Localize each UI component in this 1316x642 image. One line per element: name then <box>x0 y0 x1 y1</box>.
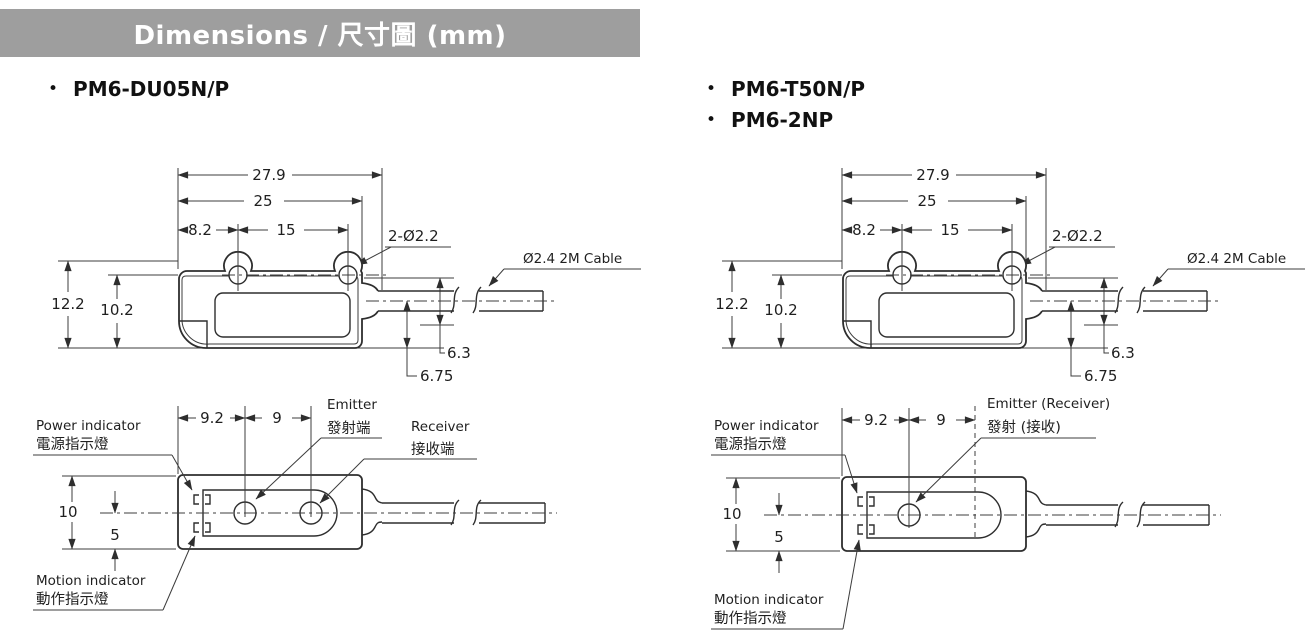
power-indicator-label-zh: 電源指示燈 <box>36 436 109 453</box>
bullet-icon: • <box>706 110 717 130</box>
sensor-body-top-view <box>842 224 1050 349</box>
dim-hole-pitch: 15 <box>276 221 295 239</box>
model-list-left: • PM6-DU05N/P <box>48 78 229 100</box>
motion-indicator-mark <box>857 524 875 535</box>
motion-indicator-label: Motion indicator <box>36 573 146 589</box>
dimension-lines <box>64 171 641 377</box>
model-item: • PM6-T50N/P <box>706 78 865 100</box>
sensor-body-bottom-view <box>841 476 1027 552</box>
cable-bottom-view <box>361 488 546 536</box>
dim-hole-offset: 8.2 <box>852 221 876 239</box>
dimension-lines <box>732 416 976 573</box>
dim-total-width: 27.9 <box>916 166 949 184</box>
dim-body-width: 25 <box>253 192 272 210</box>
label-cable: Ø2.4 2M Cable <box>523 251 622 267</box>
dim-total-height: 12.2 <box>51 295 84 313</box>
bottom-view-drawing-left: Power indicator 電源指示燈 Emitter 發射端 Receiv… <box>33 397 557 611</box>
power-indicator-label-zh: 電源指示燈 <box>714 436 787 453</box>
power-indicator-mark <box>857 496 875 507</box>
label-mounting-holes: 2-Ø2.2 <box>388 227 439 245</box>
dimension-labels: 27.9 25 8.2 15 12.2 10.2 6.3 6.75 2-Ø2.2… <box>51 166 622 385</box>
dim-height: 10 <box>58 503 77 521</box>
motion-indicator-label-zh: 動作指示燈 <box>36 591 109 608</box>
dim-hole-pitch: 15 <box>940 221 959 239</box>
callout-leaders <box>33 437 477 611</box>
sensor-body-top-view <box>178 224 386 349</box>
callout-labels: Power indicator 電源指示燈 Emitter 發射端 Receiv… <box>36 397 470 608</box>
dimension-labels: 27.9 25 8.2 15 12.2 10.2 6.3 6.75 2-Ø2.2… <box>715 166 1286 385</box>
dim-cable-2: 6.75 <box>1084 367 1117 385</box>
model-item: • PM6-2NP <box>706 109 865 131</box>
dim-led-offset: 9.2 <box>864 411 888 429</box>
model-item: • PM6-DU05N/P <box>48 78 229 100</box>
bullet-icon: • <box>48 79 59 99</box>
emitter-label-zh: 發射端 <box>327 420 371 437</box>
emitter-label: Emitter <box>327 397 377 413</box>
motion-indicator-mark <box>193 522 211 533</box>
emitter-receiver-label-zh: 發射 (接收) <box>987 419 1061 436</box>
power-indicator-label: Power indicator <box>36 418 141 434</box>
dim-height: 10 <box>722 505 741 523</box>
callout-labels: Power indicator 電源指示燈 Emitter (Receiver)… <box>714 396 1110 627</box>
dim-axis: 5 <box>774 528 784 546</box>
label-mounting-holes: 2-Ø2.2 <box>1052 227 1103 245</box>
section-title: Dimensions / 尺寸圖 (mm) <box>133 20 507 51</box>
lens-extension-lines <box>244 406 312 517</box>
dim-cable-2: 6.75 <box>420 367 453 385</box>
motion-indicator-label-zh: 動作指示燈 <box>714 610 787 627</box>
label-cable: Ø2.4 2M Cable <box>1187 251 1286 267</box>
dim-cable-1: 6.3 <box>447 344 471 362</box>
cable-top-view <box>1042 286 1208 314</box>
power-indicator-mark <box>193 494 211 505</box>
dim-total-height: 12.2 <box>715 295 748 313</box>
dim-axis: 5 <box>110 526 120 544</box>
dim-hole-offset: 8.2 <box>188 221 212 239</box>
motion-indicator-label: Motion indicator <box>714 592 824 608</box>
top-view-drawing-left: 27.9 25 8.2 15 12.2 10.2 6.3 6.75 2-Ø2.2… <box>51 166 641 385</box>
receiver-label-zh: 接收端 <box>411 441 455 458</box>
model-name: PM6-T50N/P <box>731 77 866 101</box>
dim-lens-pitch: 9 <box>936 411 946 429</box>
dimension-lines <box>68 414 312 571</box>
dim-led-offset: 9.2 <box>200 409 224 427</box>
top-view-drawing-right: 27.9 25 8.2 15 12.2 10.2 6.3 6.75 2-Ø2.2… <box>715 166 1305 385</box>
dim-lens-pitch: 9 <box>272 409 282 427</box>
receiver-label: Receiver <box>411 419 470 435</box>
model-list-right: • PM6-T50N/P • PM6-2NP <box>706 78 865 131</box>
callout-leaders <box>711 437 1096 630</box>
dim-cable-1: 6.3 <box>1111 344 1135 362</box>
lens-extension-lines <box>908 406 976 538</box>
dim-body-height: 10.2 <box>764 301 797 319</box>
cable-bottom-view <box>1025 490 1210 538</box>
power-indicator-label: Power indicator <box>714 418 819 434</box>
emitter-receiver-label: Emitter (Receiver) <box>987 396 1110 412</box>
dim-total-width: 27.9 <box>252 166 285 184</box>
model-name: PM6-DU05N/P <box>73 77 230 101</box>
dim-body-height: 10.2 <box>100 301 133 319</box>
model-name: PM6-2NP <box>731 108 834 132</box>
dim-body-width: 25 <box>917 192 936 210</box>
bullet-icon: • <box>706 79 717 99</box>
cable-top-view <box>378 286 544 314</box>
section-header-banner: Dimensions / 尺寸圖 (mm) <box>0 9 640 57</box>
bottom-view-drawing-right: Power indicator 電源指示燈 Emitter (Receiver)… <box>711 396 1221 630</box>
